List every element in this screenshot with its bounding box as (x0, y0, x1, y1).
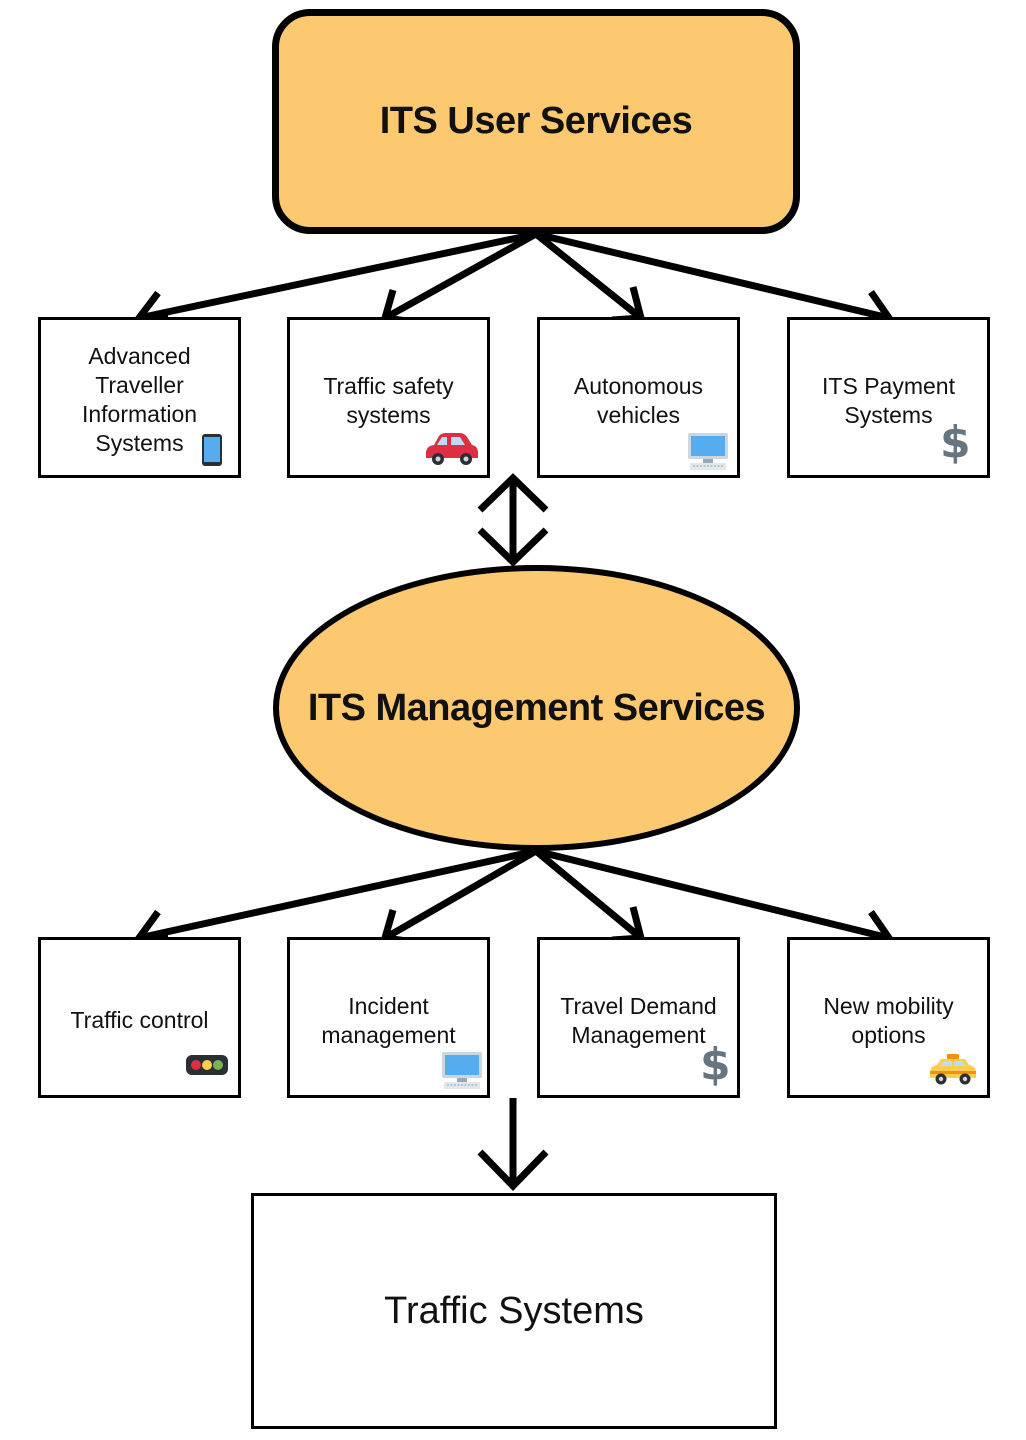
traffic-systems-node: Traffic Systems (251, 1193, 777, 1429)
arrow-to-autonomous (533, 231, 644, 321)
user-service-box-payment: ITS Payment Systems $ (787, 317, 990, 478)
user-service-label: Advanced Traveller Information Systems (81, 343, 198, 456)
management-service-box-traffic-control: Traffic control (38, 937, 241, 1098)
arrow-to-safety (383, 230, 538, 322)
management-service-label: Traffic control (70, 1007, 209, 1033)
its-user-services-node: ITS User Services (272, 9, 800, 234)
arrow-to-traffic-control (138, 847, 537, 942)
user-service-label: ITS Payment Systems (822, 373, 955, 428)
user-service-box-autonomous: Autonomous vehicles (537, 317, 740, 478)
management-service-box-mobility: New mobility options (787, 937, 990, 1098)
arrow-to-payment (535, 230, 890, 322)
management-service-box-incident: Incident management (287, 937, 490, 1098)
arrow-to-atis (138, 230, 537, 322)
computer-icon (688, 433, 728, 470)
user-service-label: Autonomous vehicles (573, 373, 704, 428)
traffic-systems-title: Traffic Systems (384, 1289, 644, 1332)
management-service-box-tdm: Travel Demand Management $ (537, 937, 740, 1098)
dollar-icon: $ (700, 1039, 731, 1090)
traffic-light-icon (186, 1055, 228, 1075)
user-service-box-safety: Traffic safety systems (287, 317, 490, 478)
its-management-services-node: ITS Management Services (273, 565, 800, 851)
smartphone-icon (202, 434, 222, 466)
arrow-to-incident (383, 847, 538, 942)
dollar-icon: $ (940, 417, 971, 468)
user-service-label: Traffic safety systems (323, 373, 454, 428)
management-service-label: New mobility options (823, 993, 954, 1048)
arrow-to-mobility (535, 847, 890, 942)
computer-icon (442, 1052, 482, 1089)
red-car-icon (426, 433, 478, 465)
user-service-box-atis: Advanced Traveller Information Systems (38, 317, 241, 478)
its-user-services-title: ITS User Services (379, 100, 693, 142)
management-service-label: Incident management (321, 993, 456, 1048)
its-management-services-title: ITS Management Services (307, 686, 766, 729)
management-service-label: Travel Demand Management (560, 993, 717, 1048)
taxi-icon (930, 1054, 976, 1085)
arrow-to-tdm (533, 848, 644, 941)
